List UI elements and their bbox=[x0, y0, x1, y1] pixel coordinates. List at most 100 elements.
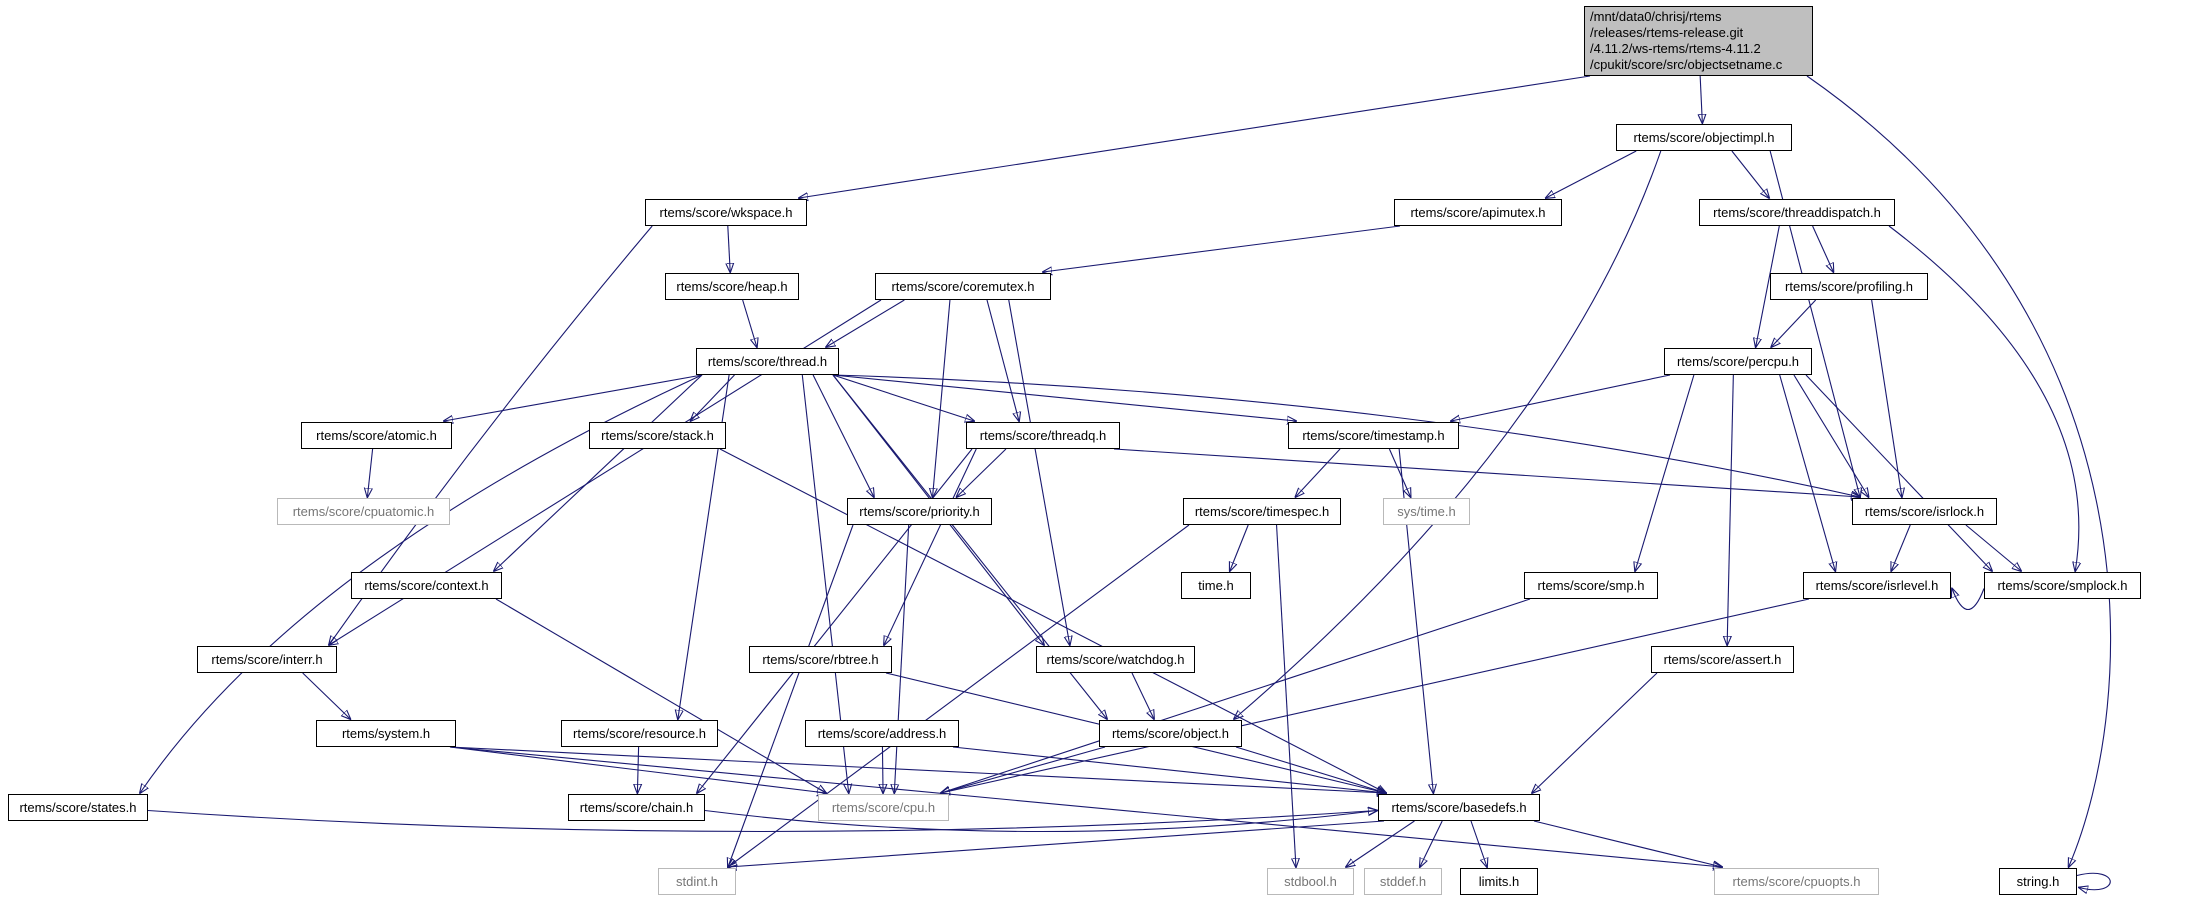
edge-smp-cpu bbox=[941, 598, 1531, 793]
edge-objectimpl-apimutex bbox=[1546, 150, 1637, 198]
edge-priority-stdint bbox=[728, 524, 854, 867]
node-stack[interactable]: rtems/score/stack.h bbox=[589, 422, 726, 449]
edge-timestamp-timespec bbox=[1295, 448, 1341, 497]
node-stddef: stddef.h bbox=[1364, 868, 1442, 895]
node-system[interactable]: rtems/system.h bbox=[316, 720, 456, 747]
edge-basedefs-stdint bbox=[728, 820, 1385, 867]
node-basedefs[interactable]: rtems/score/basedefs.h bbox=[1378, 794, 1540, 821]
node-cpu: rtems/score/cpu.h bbox=[818, 794, 949, 821]
node-object[interactable]: rtems/score/object.h bbox=[1099, 720, 1242, 747]
node-cpuopts: rtems/score/cpuopts.h bbox=[1714, 868, 1879, 895]
edge-main-string bbox=[1806, 75, 2112, 867]
node-chain[interactable]: rtems/score/chain.h bbox=[568, 794, 705, 821]
edge-profiling-isrlock bbox=[1871, 299, 1902, 497]
edge-thread-timestamp bbox=[832, 374, 1296, 421]
node-context[interactable]: rtems/score/context.h bbox=[351, 572, 502, 599]
edge-thread-isrlock bbox=[832, 374, 1860, 497]
edge-coremutex-thread bbox=[826, 299, 905, 347]
node-atomic[interactable]: rtems/score/atomic.h bbox=[301, 422, 452, 449]
node-time[interactable]: time.h bbox=[1181, 572, 1251, 599]
edge-chain-basedefs bbox=[704, 811, 1377, 833]
node-coremutex[interactable]: rtems/score/coremutex.h bbox=[875, 273, 1051, 300]
node-string[interactable]: string.h bbox=[1999, 868, 2077, 895]
edge-threaddispatch-profiling bbox=[1812, 225, 1834, 272]
edge-string-string bbox=[2077, 872, 2111, 889]
edge-threaddispatch-smplock bbox=[1888, 225, 2079, 571]
node-thread[interactable]: rtems/score/thread.h bbox=[696, 348, 839, 375]
node-percpu[interactable]: rtems/score/percpu.h bbox=[1664, 348, 1812, 375]
edge-thread-stack bbox=[691, 374, 735, 421]
edge-thread-context bbox=[494, 374, 703, 571]
edge-object-cpu bbox=[941, 746, 1106, 793]
edge-timespec-stdbool bbox=[1276, 524, 1296, 867]
edge-smplock-isrlevel bbox=[1952, 589, 1985, 610]
node-wkspace[interactable]: rtems/score/wkspace.h bbox=[645, 199, 807, 226]
edge-timestamp-systime bbox=[1388, 448, 1410, 497]
edge-apimutex-coremutex bbox=[1043, 225, 1401, 272]
node-address[interactable]: rtems/score/address.h bbox=[805, 720, 959, 747]
edge-stack-basedefs bbox=[719, 448, 1386, 793]
node-threadq[interactable]: rtems/score/threadq.h bbox=[966, 422, 1120, 449]
edge-watchdog-object bbox=[1131, 672, 1154, 719]
edge-thread-priority bbox=[812, 374, 874, 497]
edge-threadq-isrlock bbox=[1113, 448, 1860, 497]
node-resource[interactable]: rtems/score/resource.h bbox=[561, 720, 718, 747]
node-limits[interactable]: limits.h bbox=[1460, 868, 1538, 895]
node-timestamp[interactable]: rtems/score/timestamp.h bbox=[1288, 422, 1459, 449]
edge-isrlock-smplock bbox=[1965, 524, 2021, 571]
edge-objectimpl-object bbox=[1234, 150, 1662, 719]
node-smplock[interactable]: rtems/score/smplock.h bbox=[1984, 572, 2141, 599]
node-isrlevel[interactable]: rtems/score/isrlevel.h bbox=[1803, 572, 1951, 599]
edge-percpu-timestamp bbox=[1451, 374, 1671, 421]
edge-threadq-rbtree bbox=[884, 448, 977, 645]
edge-resource-chain bbox=[637, 746, 638, 793]
edge-profiling-percpu bbox=[1771, 299, 1817, 347]
node-states[interactable]: rtems/score/states.h bbox=[8, 794, 148, 821]
edge-wkspace-heap bbox=[728, 225, 730, 272]
node-stdbool: stdbool.h bbox=[1267, 868, 1354, 895]
edge-interr-system bbox=[302, 672, 351, 719]
edge-main-objectimpl bbox=[1700, 75, 1702, 123]
node-heap[interactable]: rtems/score/heap.h bbox=[665, 273, 799, 300]
edge-threaddispatch-percpu bbox=[1756, 225, 1780, 347]
edge-main-wkspace bbox=[799, 75, 1591, 198]
node-objectimpl[interactable]: rtems/score/objectimpl.h bbox=[1616, 124, 1792, 151]
edge-objectimpl-threaddispatch bbox=[1731, 150, 1769, 198]
node-priority[interactable]: rtems/score/priority.h bbox=[847, 498, 992, 525]
edge-address-basedefs bbox=[952, 746, 1386, 793]
edge-percpu-smplock bbox=[1805, 374, 1992, 571]
edge-coremutex-threadq bbox=[986, 299, 1019, 421]
edge-basedefs-stddef bbox=[1420, 820, 1443, 867]
edge-percpu-isrlevel bbox=[1779, 374, 1836, 571]
edge-coremutex-watchdog bbox=[1008, 299, 1070, 645]
node-watchdog[interactable]: rtems/score/watchdog.h bbox=[1036, 646, 1195, 673]
edge-assert-basedefs bbox=[1532, 672, 1658, 793]
edge-isrlock-isrlevel bbox=[1891, 524, 1911, 571]
edge-percpu-assert bbox=[1727, 374, 1734, 645]
edge-heap-thread bbox=[742, 299, 757, 347]
edge-thread-threadq bbox=[832, 374, 974, 421]
node-profiling[interactable]: rtems/score/profiling.h bbox=[1770, 273, 1928, 300]
node-isrlock[interactable]: rtems/score/isrlock.h bbox=[1852, 498, 1997, 525]
edge-percpu-isrlock bbox=[1793, 374, 1869, 497]
node-rbtree[interactable]: rtems/score/rbtree.h bbox=[749, 646, 892, 673]
node-cpuatomic: rtems/score/cpuatomic.h bbox=[277, 498, 450, 525]
edge-timespec-time bbox=[1230, 524, 1249, 571]
edge-object-basedefs bbox=[1235, 746, 1386, 793]
node-timespec[interactable]: rtems/score/timespec.h bbox=[1183, 498, 1341, 525]
node-apimutex[interactable]: rtems/score/apimutex.h bbox=[1394, 199, 1562, 226]
edge-basedefs-stdbool bbox=[1346, 820, 1415, 867]
node-threaddispatch[interactable]: rtems/score/threaddispatch.h bbox=[1699, 199, 1895, 226]
edge-context-cpu bbox=[495, 598, 826, 793]
node-smp[interactable]: rtems/score/smp.h bbox=[1524, 572, 1658, 599]
node-stdint: stdint.h bbox=[658, 868, 736, 895]
node-interr[interactable]: rtems/score/interr.h bbox=[197, 646, 337, 673]
node-main: /mnt/data0/chrisj/rtems /releases/rtems-… bbox=[1584, 6, 1813, 76]
edge-percpu-smp bbox=[1635, 374, 1695, 571]
edge-system-cpuopts bbox=[449, 746, 1722, 867]
node-assert[interactable]: rtems/score/assert.h bbox=[1651, 646, 1794, 673]
edge-address-cpu bbox=[882, 746, 883, 793]
node-systime: sys/time.h bbox=[1383, 498, 1470, 525]
